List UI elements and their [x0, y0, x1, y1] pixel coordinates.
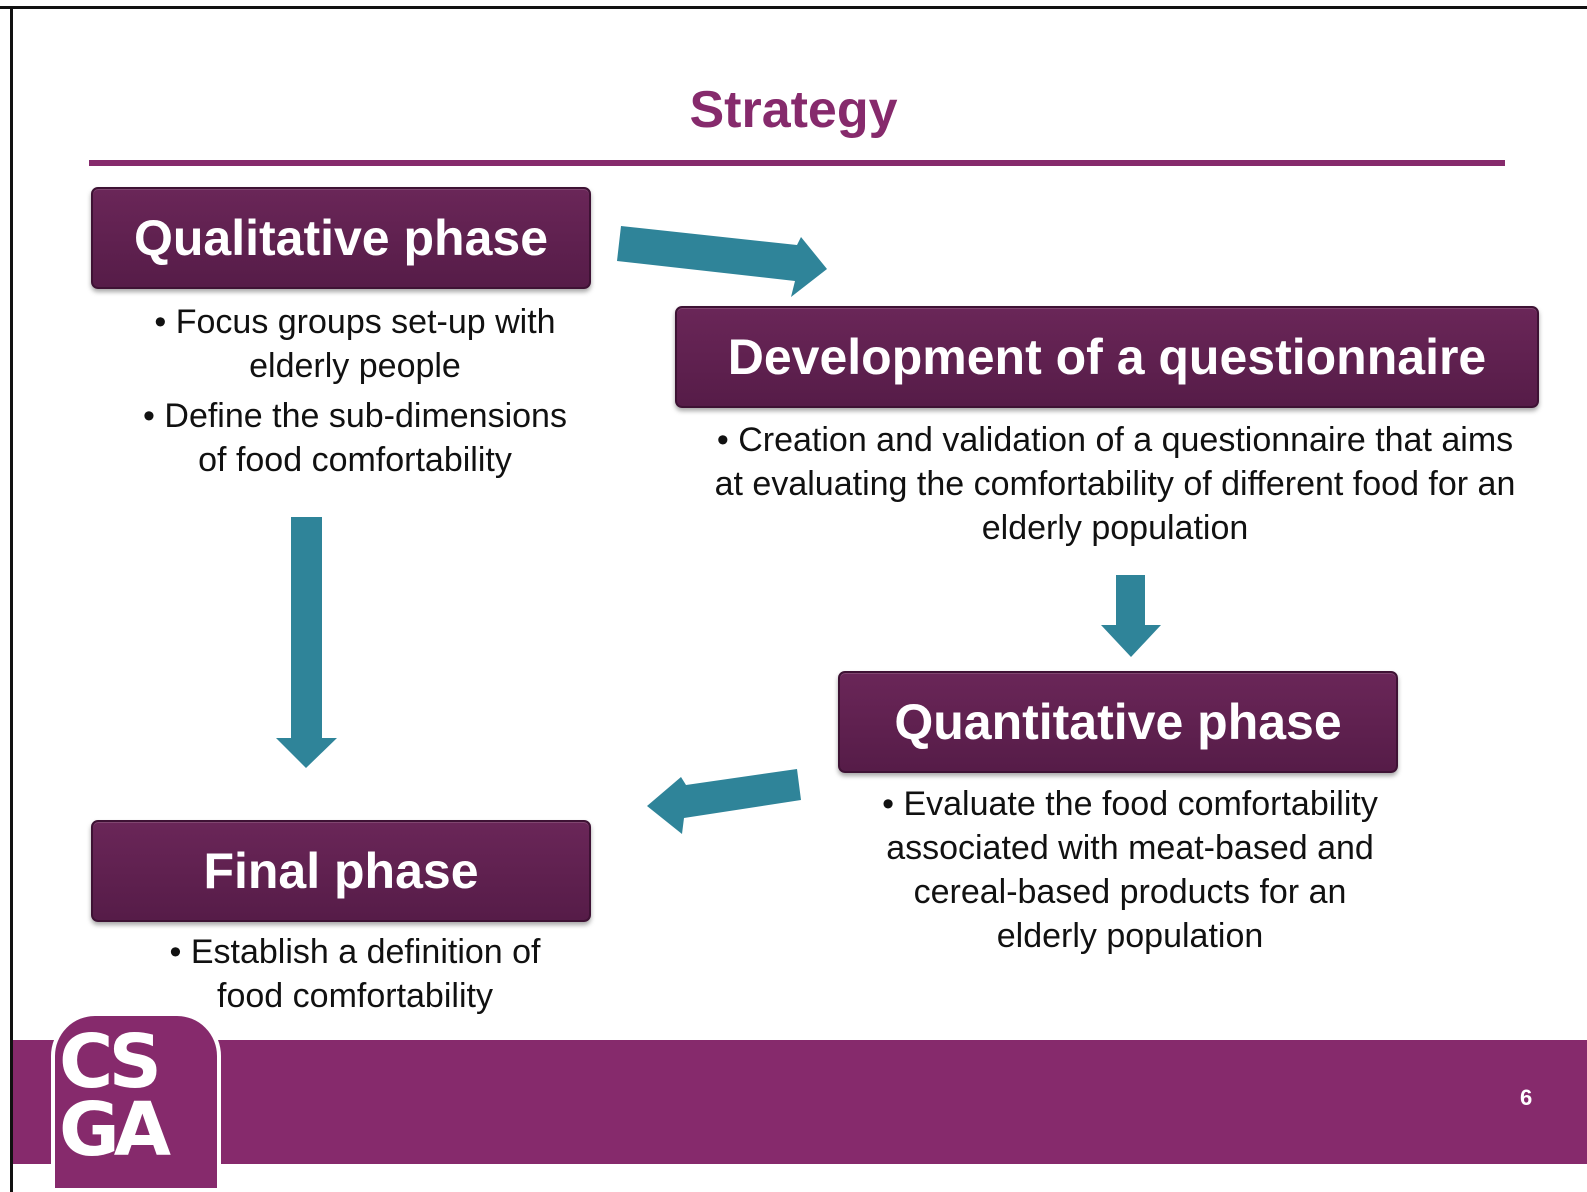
footer-bar — [13, 1040, 1587, 1164]
arrow-right-icon — [617, 226, 827, 297]
final-phase-box: Final phase — [91, 820, 591, 922]
quantitative-bullet-1: • Evaluate the food comfortability assoc… — [882, 785, 1378, 955]
logo-line-1: CS — [59, 1019, 162, 1105]
final-phase-bullets: • Establish a definition of food comfort… — [115, 930, 595, 1024]
qualitative-bullet-1: • Focus groups set-up with elderly peopl… — [154, 303, 556, 385]
slide-title: Strategy — [689, 81, 898, 139]
qualitative-phase-box: Qualitative phase — [91, 187, 591, 289]
qualitative-phase-label: Qualitative phase — [133, 210, 549, 266]
logo-letters: CS GA — [59, 1019, 219, 1173]
title-divider — [89, 160, 1505, 166]
slide-frame-left — [10, 6, 13, 1192]
arrow-down-icon — [1101, 575, 1161, 657]
quantitative-phase-bullets: • Evaluate the food comfortability assoc… — [880, 782, 1380, 964]
logo-line-2: GA — [59, 1087, 171, 1173]
page-number: 6 — [1520, 1085, 1533, 1110]
development-phase-box: Development of a questionnaire — [675, 306, 1539, 408]
development-phase-label: Development of a questionnaire — [727, 329, 1487, 385]
development-bullet-1: • Creation and validation of a questionn… — [714, 421, 1516, 547]
qualitative-bullet-2: • Define the sub-dimensions of food comf… — [143, 397, 567, 479]
arrow-left-icon — [647, 769, 801, 834]
logo-badge — [51, 1012, 221, 1192]
quantitative-phase-label: Quantitative phase — [894, 694, 1342, 750]
final-phase-label: Final phase — [203, 843, 479, 899]
csga-logo: CS GA — [45, 1008, 225, 1192]
development-phase-bullets: • Creation and validation of a questionn… — [705, 418, 1525, 556]
final-bullet-1: • Establish a definition of food comfort… — [169, 933, 541, 1015]
quantitative-phase-box: Quantitative phase — [838, 671, 1398, 773]
slide-frame-top — [0, 6, 1587, 9]
arrow-down-icon — [276, 517, 337, 768]
qualitative-phase-bullets: • Focus groups set-up with elderly peopl… — [105, 300, 605, 488]
